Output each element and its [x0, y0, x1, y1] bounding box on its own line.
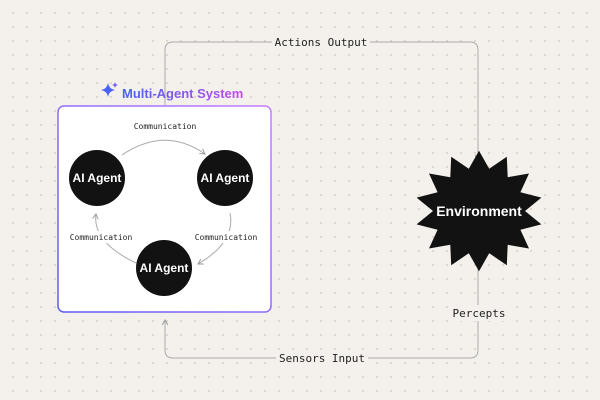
communication-label-right: Communication	[195, 233, 258, 242]
communication-label-top-bg	[135, 120, 195, 132]
sensors-input-label-bg	[276, 350, 368, 366]
actions-output-label-bg	[272, 34, 370, 50]
agent-label-bottom: AI Agent	[140, 261, 189, 275]
communication-label-left-bg	[71, 231, 131, 243]
agent-node-bottom: AI Agent	[136, 240, 192, 296]
system-title: Multi-Agent System	[122, 86, 243, 101]
environment-label: Environment	[436, 203, 522, 219]
percepts-label-bg	[450, 305, 508, 321]
sensors-input-label: Sensors Input	[279, 352, 365, 365]
percepts-label: Percepts	[453, 307, 506, 320]
agent-node-left: AI Agent	[69, 150, 125, 206]
agent-label-right: AI Agent	[201, 171, 250, 185]
communication-label-top: Communication	[134, 122, 197, 131]
communication-label-right-bg	[196, 231, 256, 243]
agent-label-left: AI Agent	[73, 171, 122, 185]
communication-label-left: Communication	[70, 233, 133, 242]
communication-arrow-top	[121, 139, 206, 156]
agent-node-right: AI Agent	[197, 150, 253, 206]
actions-output-label: Actions Output	[275, 36, 368, 49]
sparkle-icon	[101, 82, 118, 97]
environment-node: Environment	[416, 150, 542, 272]
